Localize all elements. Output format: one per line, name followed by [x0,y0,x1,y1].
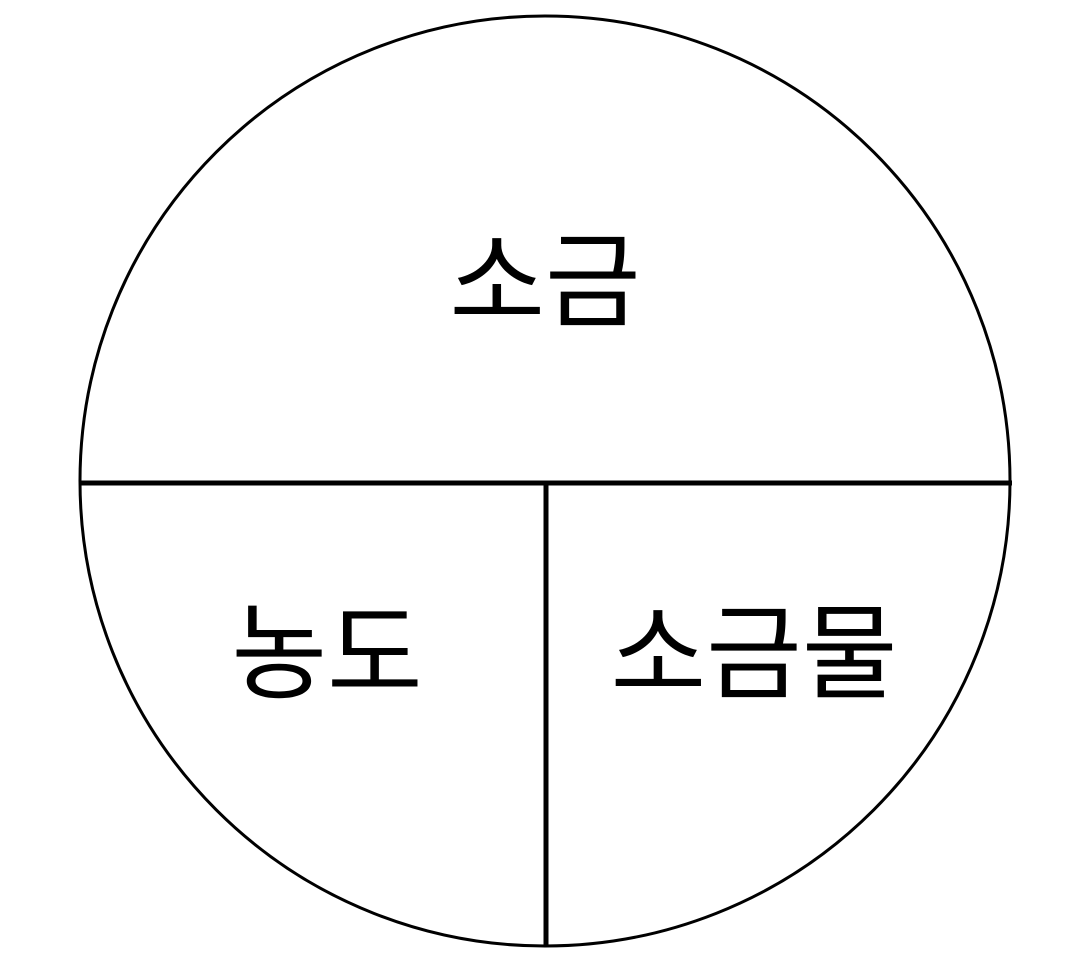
label-bottom-left: 농도 [231,593,422,715]
label-top: 소금 [449,221,640,343]
label-bottom-right: 소금물 [610,593,897,715]
